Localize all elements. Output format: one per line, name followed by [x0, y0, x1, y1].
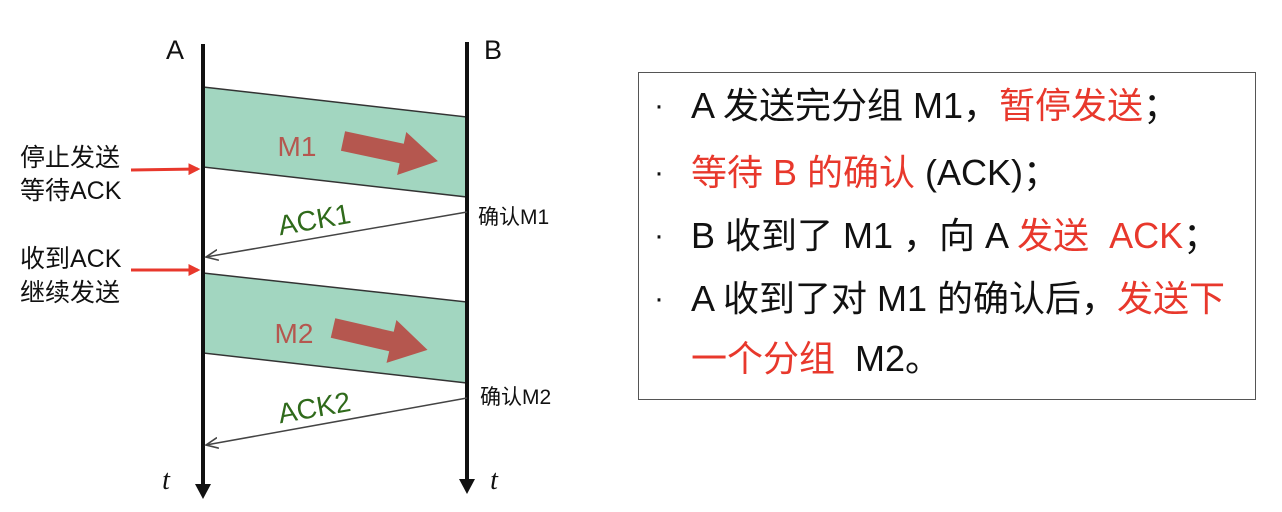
- side-note-stop-line1: 停止发送: [20, 144, 120, 172]
- side-note-stop-arrow: [130, 163, 201, 176]
- text-segment: A 收到了对 M1 的确认后，: [691, 278, 1118, 319]
- text-segment: M2。: [835, 338, 942, 379]
- highlight-segment: 发送下: [1117, 278, 1226, 319]
- ack1-arrow: [206, 211, 468, 257]
- bullet: ·: [654, 89, 664, 122]
- text-segment: A 发送完分组 M1，: [691, 85, 1000, 126]
- frame-m1-band: [202, 86, 468, 198]
- frame-m1-label: M1: [278, 131, 317, 162]
- host-a-timeline-arrowhead: [195, 484, 211, 499]
- ack2-arrow: [206, 397, 468, 445]
- explanation-item-4: · A 收到了对 M1 的确认后，发送下: [639, 277, 1225, 321]
- frame-m2-direction-arrow: [330, 318, 428, 363]
- explanation-item-1-text: A 发送完分组 M1，暂停发送；: [691, 84, 1179, 128]
- side-note-stop-line2: 等待ACK: [20, 177, 122, 205]
- frame-m1-direction-arrow: [340, 131, 438, 175]
- text-segment: ；: [1183, 215, 1220, 256]
- highlight-segment: 暂停发送: [999, 85, 1144, 126]
- explanation-item-3-text: B 收到了 M1 ，向 A 发送 ACK；: [691, 214, 1219, 258]
- explanation-item-4-text: A 收到了对 M1 的确认后，发送下: [691, 277, 1225, 321]
- highlight-segment: 发送 ACK: [1017, 215, 1184, 256]
- explanation-item-1: · A 发送完分组 M1，暂停发送；: [639, 84, 1179, 128]
- confirm-m2-label: 确认M2: [480, 386, 551, 409]
- ack2-label: ACK2: [276, 386, 353, 429]
- explanation-item-2: · 等待 B 的确认 (ACK)；: [639, 151, 1059, 195]
- text-segment: B 收到了 M1 ，向 A: [691, 215, 1018, 256]
- host-b-timeline-arrowhead: [459, 479, 475, 494]
- highlight-segment: 一个分组: [691, 338, 836, 379]
- side-note-resume-line1: 收到ACK: [20, 245, 122, 273]
- text-segment: ；: [1143, 85, 1180, 126]
- side-note-resume-line2: 继续发送: [20, 279, 120, 307]
- host-b-time-label: t: [490, 465, 499, 496]
- text-segment: (ACK)；: [915, 152, 1060, 193]
- frame-m2-label: M2: [275, 318, 314, 349]
- explanation-box: · A 发送完分组 M1，暂停发送； · 等待 B 的确认 (ACK)； · B…: [638, 72, 1256, 400]
- explanation-item-2-text: 等待 B 的确认 (ACK)；: [691, 151, 1059, 195]
- bullet: ·: [654, 156, 664, 189]
- bullet: ·: [654, 219, 664, 252]
- explanation-item-4-continuation: 一个分组 M2。: [639, 337, 941, 381]
- bullet: ·: [654, 282, 664, 315]
- explanation-item-3: · B 收到了 M1 ，向 A 发送 ACK；: [639, 214, 1219, 258]
- host-a-label: A: [166, 35, 184, 65]
- highlight-segment: 等待 B 的确认: [691, 152, 916, 193]
- host-b-label: B: [484, 35, 502, 65]
- confirm-m1-label: 确认M1: [478, 206, 549, 229]
- ack1-label: ACK1: [276, 198, 353, 241]
- explanation-item-4-continuation-text: 一个分组 M2。: [691, 337, 941, 381]
- host-a-time-label: t: [162, 465, 171, 496]
